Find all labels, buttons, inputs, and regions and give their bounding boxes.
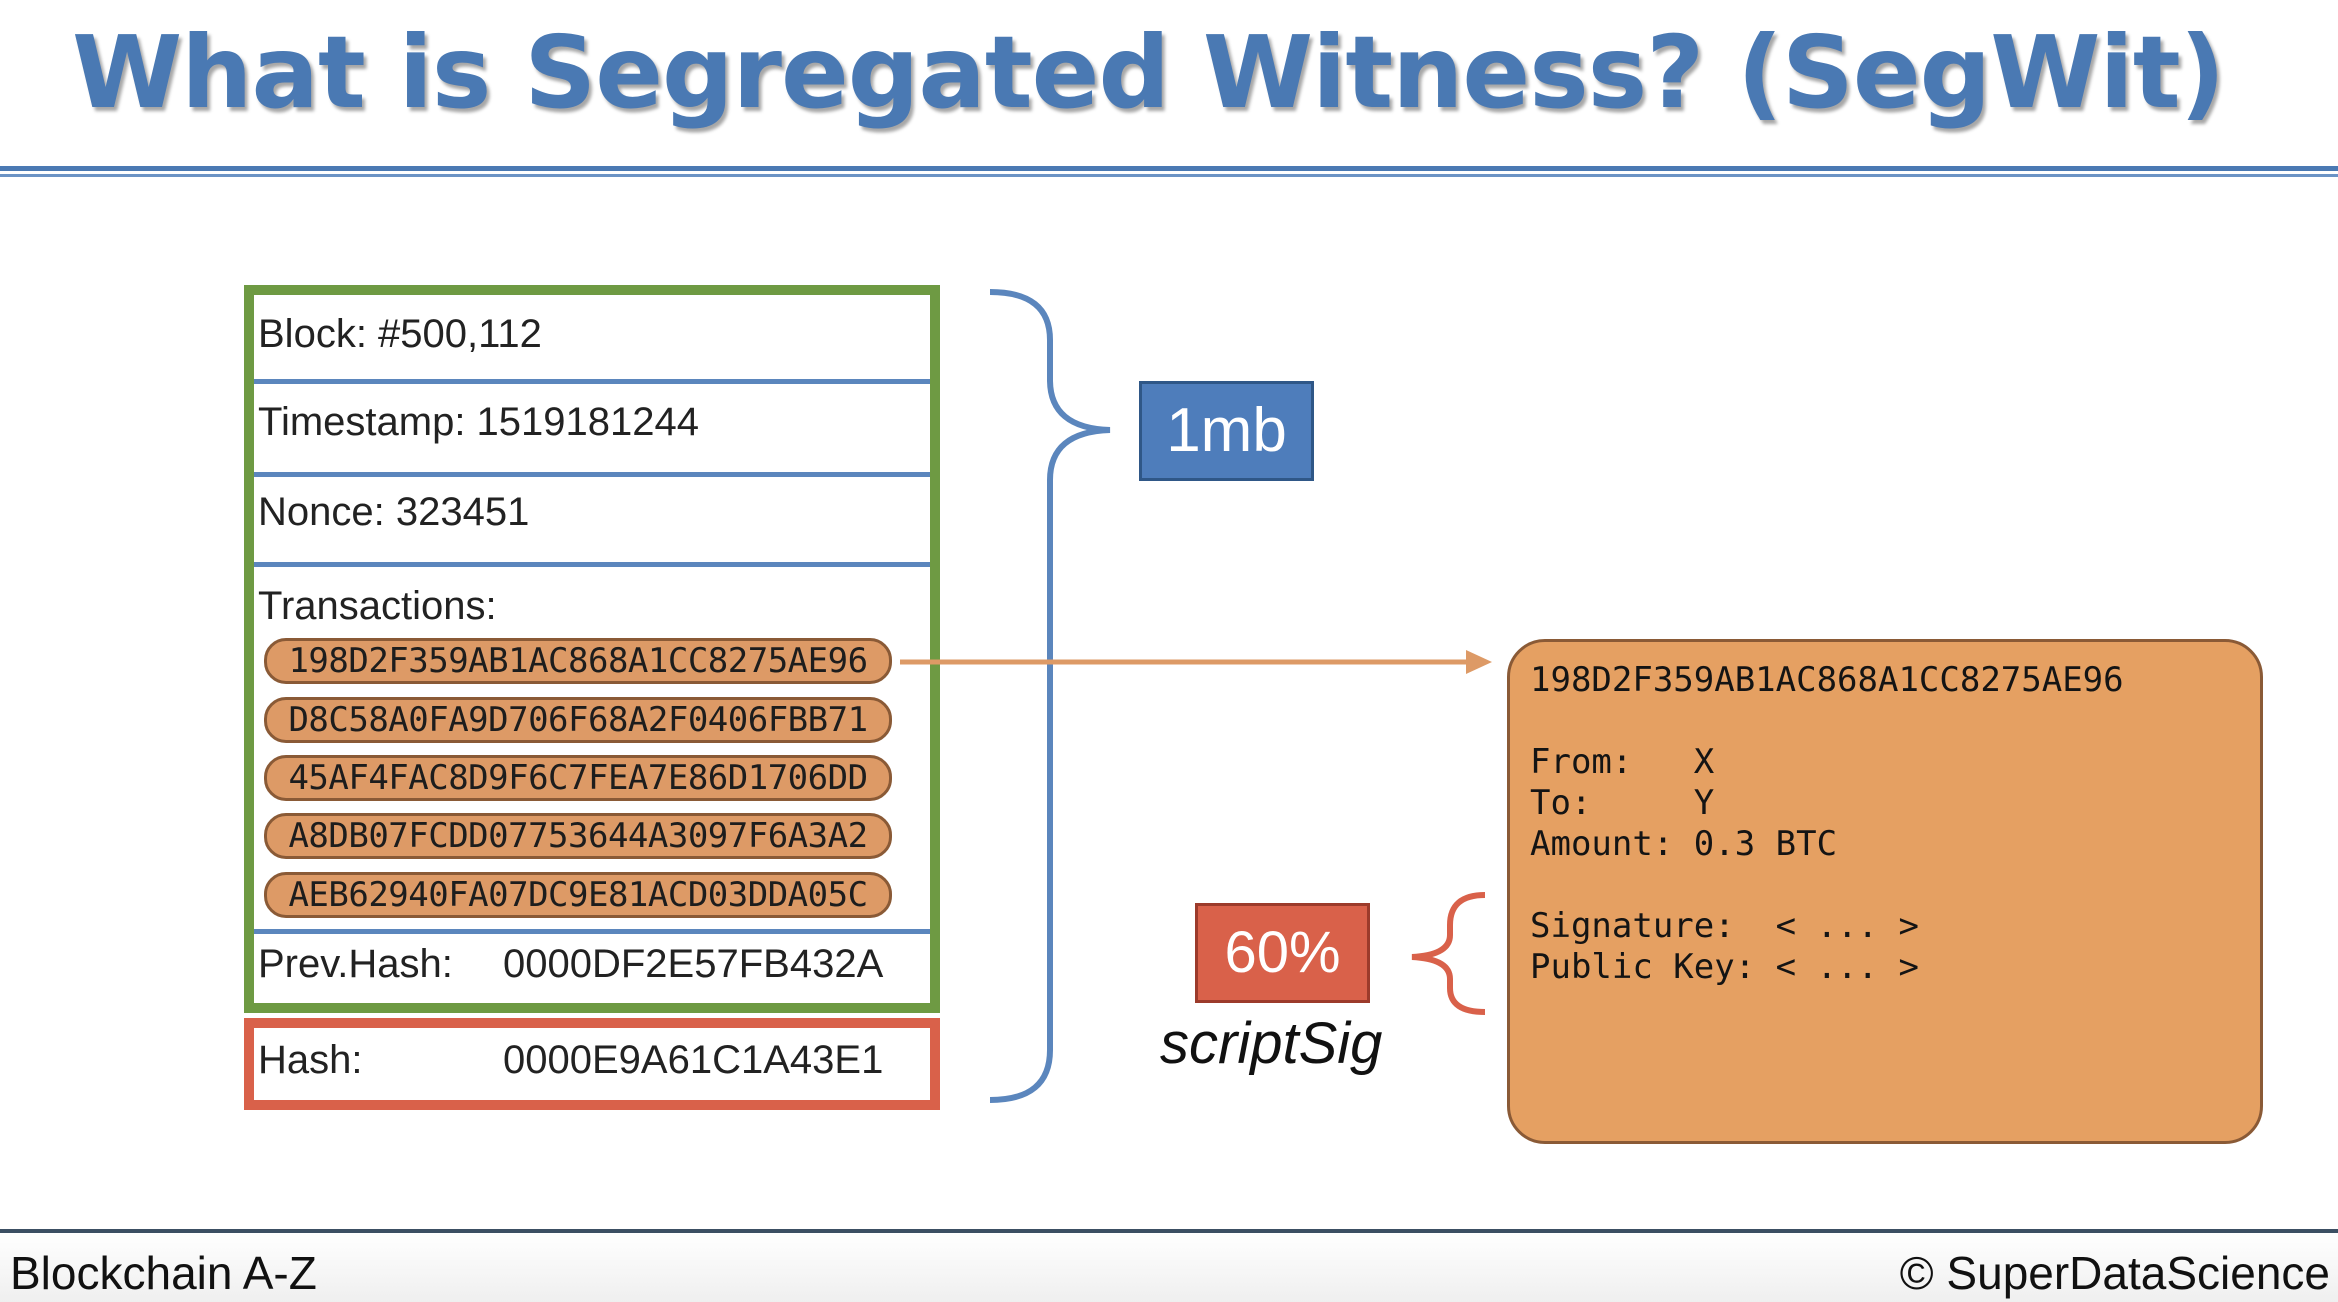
copyright-text: © SuperDataScience — [1899, 1247, 2330, 1299]
hash-label: Hash: — [258, 1038, 363, 1082]
transaction-pill: AEB62940FA07DC9E81ACD03DDA05C — [264, 872, 892, 918]
field-separator — [254, 929, 930, 934]
hash-value: 0000E9A61C1A43E1 — [503, 1038, 884, 1082]
detail-amount: Amount: 0.3 BTC — [1530, 824, 1838, 864]
title-divider-lower — [0, 174, 2338, 177]
detail-transaction-id: 198D2F359AB1AC868A1CC8275AE96 — [1530, 660, 2124, 700]
transactions-label: Transactions: — [258, 584, 497, 628]
course-name: Blockchain A-Z — [10, 1247, 317, 1299]
transaction-pill: 198D2F359AB1AC868A1CC8275AE96 — [264, 638, 892, 684]
transaction-detail-card — [1507, 639, 2263, 1144]
field-separator — [254, 379, 930, 384]
scriptsig-label: scriptSig — [1160, 1011, 1383, 1076]
hash-container — [244, 1018, 940, 1110]
footer-divider — [0, 1229, 2338, 1233]
size-badge: 1mb — [1139, 381, 1314, 481]
footer-bar — [0, 1233, 2338, 1302]
detail-to: To: Y — [1530, 783, 1715, 823]
arrow-head-icon — [1466, 650, 1492, 674]
transaction-pill: 45AF4FAC8D9F6C7FEA7E86D1706DD — [264, 755, 892, 801]
field-separator — [254, 562, 930, 567]
detail-signature: Signature: < ... > — [1530, 906, 1919, 946]
prev-hash-value: 0000DF2E57FB432A — [503, 942, 884, 986]
block-nonce: Nonce: 323451 — [258, 490, 530, 534]
block-size-brace — [989, 289, 1111, 1103]
detail-public-key: Public Key: < ... > — [1530, 947, 1919, 987]
percent-badge: 60% — [1195, 903, 1370, 1003]
detail-from: From: X — [1530, 742, 1715, 782]
prev-hash-label: Prev.Hash: — [258, 942, 453, 986]
block-timestamp: Timestamp: 1519181244 — [258, 400, 700, 444]
field-separator — [254, 472, 930, 477]
transaction-pill: D8C58A0FA9D706F68A2F0406FBB71 — [264, 697, 892, 743]
title-divider — [0, 166, 2338, 171]
transaction-pill: A8DB07FCDD07753644A3097F6A3A2 — [264, 813, 892, 859]
block-number: Block: #500,112 — [258, 312, 542, 356]
scriptsig-brace — [1411, 892, 1486, 1015]
slide-title: What is Segregated Witness? (SegWit) — [72, 14, 2225, 131]
